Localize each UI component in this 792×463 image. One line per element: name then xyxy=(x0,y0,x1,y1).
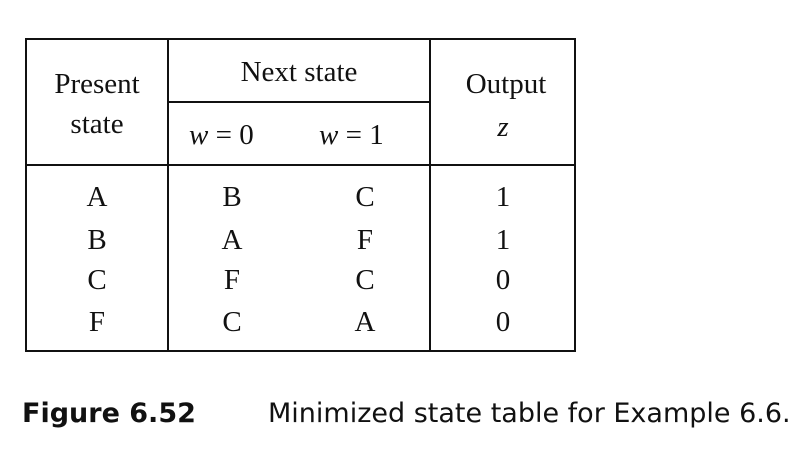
cell-present: A xyxy=(86,181,108,213)
cell-output: 1 xyxy=(495,224,511,256)
cell-next-w0: A xyxy=(221,224,243,256)
cell-next-w1: A xyxy=(354,306,376,338)
table-border-bottom xyxy=(25,350,576,352)
header-present-line1: Present xyxy=(54,68,140,100)
column-divider-1 xyxy=(167,38,169,352)
cell-next-w1: C xyxy=(355,181,375,213)
next-state-subheader-divider xyxy=(167,101,431,103)
caption-text: Minimized state table for Example 6.6. xyxy=(268,398,791,429)
cell-next-w0: B xyxy=(222,181,242,213)
cell-output: 1 xyxy=(495,181,511,213)
header-w1: w = 1 xyxy=(319,119,384,151)
cell-present: F xyxy=(88,306,106,338)
header-w0: w = 0 xyxy=(189,119,254,151)
cell-next-w1: F xyxy=(356,224,374,256)
header-next-state: Next state xyxy=(240,56,358,88)
cell-next-w0: F xyxy=(223,264,241,296)
header-present-line2: state xyxy=(70,108,124,140)
header-divider xyxy=(25,164,576,166)
table-border-right xyxy=(574,38,576,352)
cell-present: C xyxy=(87,264,107,296)
figure-number: Figure 6.52 xyxy=(22,398,196,429)
cell-output: 0 xyxy=(495,306,511,338)
cell-next-w0: C xyxy=(222,306,242,338)
header-output-var: z xyxy=(497,111,509,143)
table-border-top xyxy=(25,38,576,40)
header-output: Output xyxy=(465,68,547,100)
cell-present: B xyxy=(87,224,107,256)
table-border-left xyxy=(25,38,27,352)
cell-next-w1: C xyxy=(355,264,375,296)
cell-output: 0 xyxy=(495,264,511,296)
column-divider-2 xyxy=(429,38,431,352)
